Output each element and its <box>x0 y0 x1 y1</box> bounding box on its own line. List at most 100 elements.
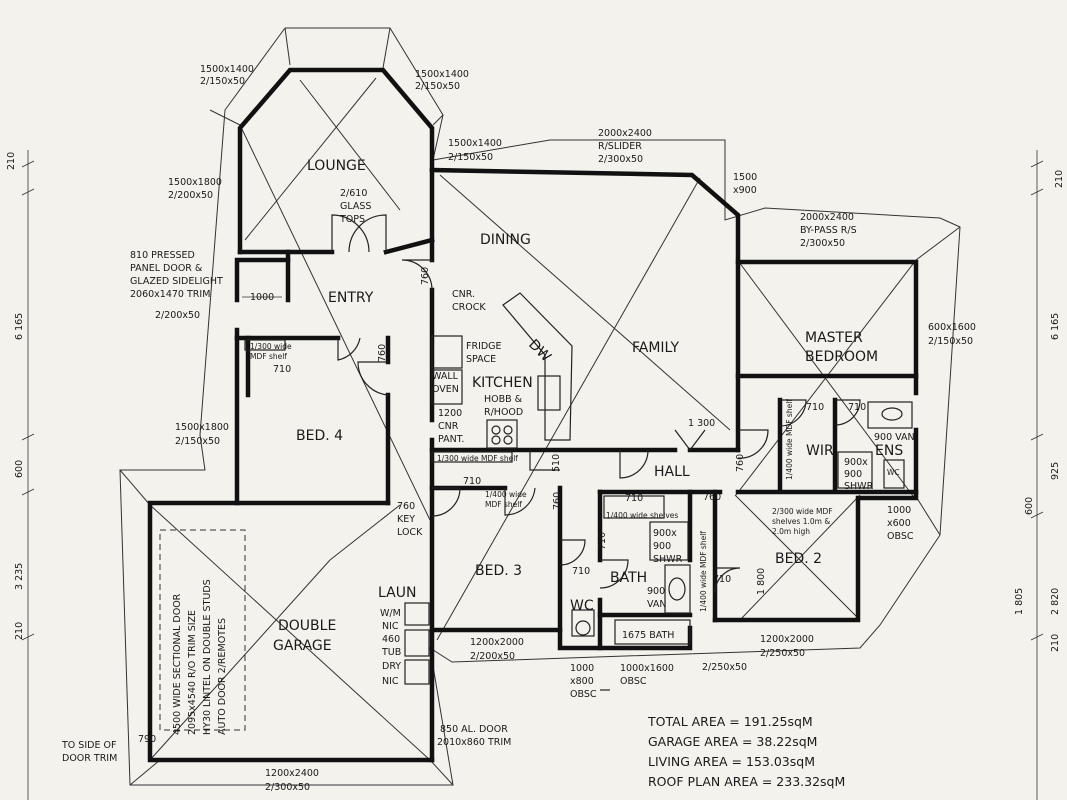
room-bed2: BED. 2 <box>775 551 822 567</box>
dim-left-600: 600 <box>14 460 25 478</box>
note-shwr-ens-3: SHWR <box>844 481 874 492</box>
room-laun: LAUN <box>378 585 416 601</box>
note-mdf-bath: 1/400 wide MDF shelf <box>699 531 708 612</box>
window-lounge-left-frame: 2/200x50 <box>168 190 213 201</box>
note-glass-tops-2: GLASS <box>340 201 371 212</box>
door-bed4-710: 710 <box>273 364 291 375</box>
note-alu-door-1: 850 AL. DOOR <box>440 724 508 735</box>
window-lounge-top-left-frame: 2/150x50 <box>200 76 245 87</box>
note-van-bath-1: 900 <box>647 586 665 597</box>
window-lounge-left-size: 1500x1800 <box>168 177 222 188</box>
note-cnr-pant-1: 1200 <box>438 408 462 419</box>
door-dining-760: 760 <box>420 267 431 285</box>
area-total: TOTAL AREA = 191.25sqM <box>647 714 813 729</box>
window-bath-size: 1000x1600 <box>620 663 674 674</box>
room-kitchen: KITCHEN <box>472 375 533 391</box>
note-glass-tops-3: TOPS <box>339 214 365 225</box>
window-lounge-top-right-frame: 2/150x50 <box>415 81 460 92</box>
note-dry: DRY <box>382 661 401 672</box>
note-sectional-3: HY30 LINTEL ON DOUBLE STUDS <box>202 579 213 735</box>
dim-left-210-bottom: 210 <box>14 622 25 640</box>
window-master-top-frame: 2/300x50 <box>800 238 845 249</box>
room-garage-line2: GARAGE <box>273 638 332 654</box>
note-shwr-ens-1: 900x <box>844 457 868 468</box>
dim-right-600: 600 <box>1024 497 1035 515</box>
note-door-trim-1: TO SIDE OF <box>61 740 116 751</box>
plan-notes: 2/610 GLASS TOPS 810 PRESSED PANEL DOOR … <box>61 188 915 764</box>
note-sectional-4: AUTO DOOR 2/REMOTES <box>217 618 228 735</box>
note-glass-tops-1: 2/610 <box>340 188 367 199</box>
note-door-trim-2: DOOR TRIM <box>62 753 117 764</box>
note-fridge-2: SPACE <box>466 354 496 365</box>
note-mdf-bed4-2: MDF shelf <box>250 352 287 361</box>
door-bed4-760: 760 <box>377 344 388 362</box>
note-shwr-ens-2: 900 <box>844 469 862 480</box>
dim-left-3235: 3 235 <box>14 563 25 590</box>
note-wm: W/M <box>380 608 401 619</box>
note-mdf-bed2-1: 2/300 wide MDF <box>772 507 833 516</box>
window-bed2-size: 1200x2000 <box>760 634 814 645</box>
note-mdf-wir: 1/400 wide MDF shelf <box>785 399 794 480</box>
window-corner-width: x900 <box>733 185 757 196</box>
dim-left-210-top: 210 <box>6 152 17 170</box>
note-cnr-pant-3: PANT. <box>438 434 464 445</box>
note-mdf-bed2-2: shelves 1.0m & <box>772 517 830 526</box>
note-cnr-crock-1: CNR. <box>452 289 475 300</box>
room-wir: WIR <box>806 443 834 459</box>
window-garage-frame: 2/300x50 <box>265 782 310 793</box>
room-master-line2: BEDROOM <box>805 349 878 365</box>
note-key-lock-3: LOCK <box>397 527 423 538</box>
note-nic-1: NIC <box>382 621 399 632</box>
dimension-lines <box>21 150 1044 800</box>
note-key-lock-1: 760 <box>397 501 415 512</box>
window-master-top-size: 2000x2400 <box>800 212 854 223</box>
window-ens-obsc: OBSC <box>887 531 914 542</box>
window-lounge-top-left-size: 1500x1400 <box>200 64 254 75</box>
window-ens-height: 1000 <box>887 505 911 516</box>
note-shwr-bath-2: 900 <box>653 541 671 552</box>
window-bed3-frame: 2/200x50 <box>470 651 515 662</box>
room-master-line1: MASTER <box>805 330 863 346</box>
door-wir-710: 710 <box>806 402 824 413</box>
door-family-1300: 1 300 <box>688 418 715 429</box>
window-labels: 1500x1400 2/150x50 1500x1400 2/150x50 15… <box>168 64 976 793</box>
room-ens: ENS <box>875 443 903 459</box>
note-wall-oven-1: WALL <box>432 371 459 382</box>
note-pressed-door-4: 2060x1470 TRIM <box>130 289 210 300</box>
note-shwr-bath-3: SHWR <box>653 554 683 565</box>
door-swings <box>331 214 861 594</box>
room-dining: DINING <box>480 232 531 248</box>
room-garage-line1: DOUBLE <box>278 618 336 634</box>
room-wc: WC <box>570 598 594 614</box>
dim-right-6165: 6 165 <box>1050 313 1061 340</box>
area-garage: GARAGE AREA = 38.22sqM <box>648 734 817 749</box>
note-garage-790: 790 <box>138 734 156 745</box>
note-mdf-bed3-1: 1/400 wide <box>485 490 527 499</box>
window-garage-size: 1200x2400 <box>265 768 319 779</box>
area-roof: ROOF PLAN AREA = 233.32sqM <box>648 774 845 789</box>
overall-dimensions: 210 6 165 600 3 235 210 210 6 165 925 60… <box>6 152 1065 652</box>
window-bath-frame: 2/250x50 <box>702 662 747 673</box>
door-wc-710: 710 <box>572 566 590 577</box>
note-van-ens: 900 VAN <box>874 432 915 443</box>
note-tub-1: 460 <box>382 634 400 645</box>
note-hobb-1: HOBB & <box>484 394 523 405</box>
window-bed2-frame: 2/250x50 <box>760 648 805 659</box>
window-slider-frame: 2/300x50 <box>598 154 643 165</box>
door-ens-710: 710 <box>848 402 866 413</box>
note-pressed-door-1: 810 PRESSED <box>130 250 195 261</box>
window-slider-type: R/SLIDER <box>598 141 642 152</box>
door-labels: 760 760 710 1 300 760 710 710 510 710 76… <box>273 267 866 595</box>
window-bed4-size: 1500x1800 <box>175 422 229 433</box>
interior-walls <box>234 167 919 651</box>
note-sectional-2: 2095x4540 R/O TRIM SIZE <box>187 610 198 735</box>
dim-right-2820: 2 820 <box>1050 588 1061 615</box>
fixtures <box>159 292 913 731</box>
note-wc-pan: WC <box>887 468 900 477</box>
dim-left-6165: 6 165 <box>14 313 25 340</box>
note-mdf-hall: 1/300 wide MDF shelf <box>437 454 518 463</box>
door-bed3-760: 760 <box>552 492 563 510</box>
window-bath-obsc: OBSC <box>620 676 647 687</box>
note-mdf-bed3-2: MDF shelf <box>485 500 522 509</box>
note-wall-oven-2: OVEN <box>432 384 459 395</box>
